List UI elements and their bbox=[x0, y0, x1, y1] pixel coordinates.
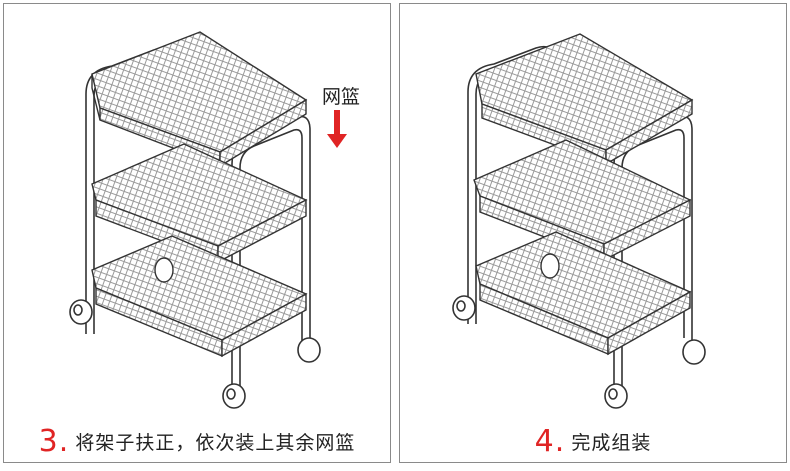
step-text: 将架子扶正，依次装上其余网篮 bbox=[75, 431, 356, 454]
step-3-panel: 网篮 3 . 将架子扶正，依次装上其余网篮 bbox=[3, 3, 391, 463]
cart-illustration bbox=[452, 33, 706, 409]
step-3-caption: 3 . 将架子扶正，依次装上其余网篮 bbox=[4, 422, 390, 460]
step-4-panel: 4 . 完成组装 bbox=[399, 3, 787, 463]
step-dot: . bbox=[58, 423, 70, 459]
step-text: 完成组装 bbox=[571, 431, 652, 454]
step-number: 4 bbox=[534, 423, 555, 459]
down-arrow-icon bbox=[327, 110, 347, 148]
basket-callout-label: 网篮 bbox=[322, 86, 361, 108]
step-4-caption: 4 . 完成组装 bbox=[400, 422, 786, 460]
step-dot: . bbox=[554, 423, 566, 459]
cart-illustration bbox=[69, 31, 321, 409]
step-number: 3 bbox=[38, 423, 59, 459]
